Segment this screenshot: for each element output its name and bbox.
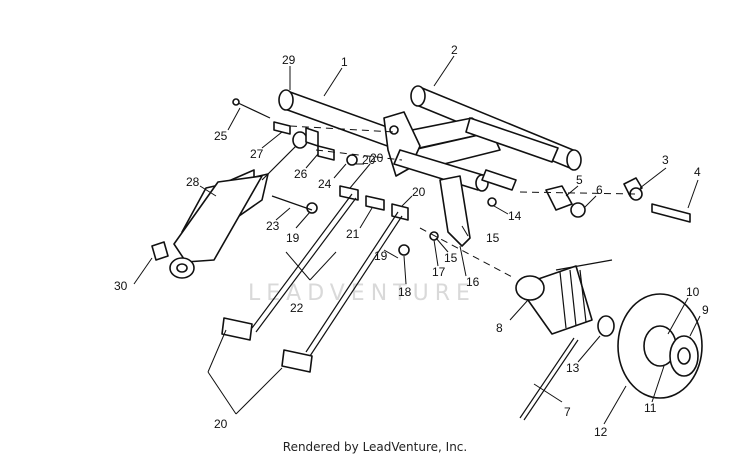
callout-7: 7 [564, 405, 571, 419]
callout-21: 21 [346, 227, 360, 241]
callout-28: 28 [186, 175, 200, 189]
callout-15b: 15 [486, 231, 500, 245]
callout-29: 29 [282, 53, 296, 67]
callout-4: 4 [694, 165, 701, 179]
callout-13: 13 [566, 361, 580, 375]
callout-17: 17 [432, 265, 446, 279]
callout-9: 9 [702, 303, 709, 317]
callout-19b: 19 [374, 249, 388, 263]
callout-12: 12 [594, 425, 608, 439]
hardware-parts [151, 98, 691, 261]
callout-11: 11 [644, 401, 657, 415]
callout-3: 3 [662, 153, 669, 167]
assembly-guide-lines [289, 125, 637, 279]
front-arm-assembly [278, 85, 582, 247]
callout-8: 8 [496, 321, 503, 335]
callout-25: 25 [214, 129, 228, 143]
callout-20a: 20 [362, 153, 376, 167]
leader-lines [133, 55, 701, 425]
callout-10: 10 [686, 285, 700, 299]
control-rods [221, 193, 403, 373]
callout-20c: 20 [370, 151, 384, 165]
callout-19a: 19 [286, 231, 300, 245]
callout-30: 30 [114, 279, 128, 293]
shock-absorber [169, 131, 308, 279]
callout-26: 26 [294, 167, 308, 181]
callout-18: 18 [398, 285, 412, 299]
callout-1: 1 [341, 55, 348, 69]
callout-15a: 15 [444, 251, 458, 265]
callout-16: 16 [466, 275, 480, 289]
callout-27: 27 [250, 147, 264, 161]
callout-5: 5 [576, 173, 583, 187]
watermark-text: LEADVENTURE [248, 281, 476, 306]
callout-22: 22 [290, 301, 304, 315]
footer-credit: Rendered by LeadVenture, Inc. [282, 440, 468, 454]
callout-labels: 1 2 3 4 5 6 7 8 9 10 11 12 13 14 15 15 1… [114, 43, 709, 439]
callout-24: 24 [318, 177, 332, 191]
callout-14: 14 [508, 209, 522, 223]
callout-6: 6 [596, 183, 603, 197]
callout-2: 2 [451, 43, 458, 57]
callout-20b: 20 [412, 185, 426, 199]
callout-20d: 20 [214, 417, 228, 431]
callout-23: 23 [266, 219, 280, 233]
tensioner-wheel-assembly [515, 259, 703, 421]
